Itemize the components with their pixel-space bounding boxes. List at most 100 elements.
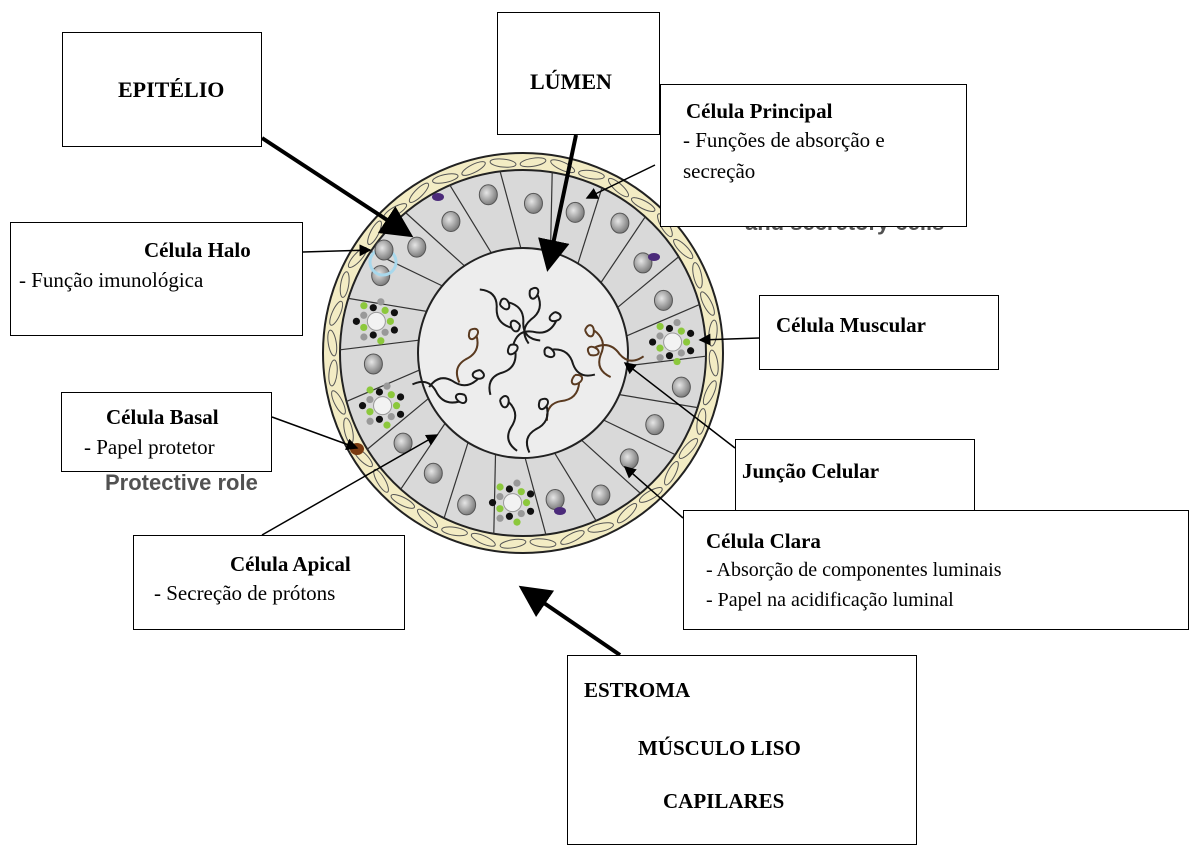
background-text-protective: Protective role: [105, 470, 258, 496]
label-clara-line1: - Absorção de componentes luminais: [706, 559, 1002, 582]
granule: [360, 312, 367, 319]
granule: [666, 352, 673, 359]
label-apical-title: Célula Apical: [230, 552, 351, 577]
cell-nucleus: [442, 211, 460, 231]
pointer-epitelio: [262, 138, 410, 235]
cell-nucleus: [424, 463, 442, 483]
granule: [513, 519, 520, 526]
granule: [370, 304, 377, 311]
granule: [366, 408, 373, 415]
granule: [496, 483, 503, 490]
granule: [397, 393, 404, 400]
label-clara-line2: - Papel na acidificação luminal: [706, 589, 954, 612]
granule: [393, 402, 400, 409]
label-box-principal: Célula Principal - Funções de absorção e…: [660, 84, 967, 227]
label-box-apical: Célula Apical - Secreção de prótons: [133, 535, 405, 630]
label-estroma-title: ESTROMA: [584, 678, 690, 703]
granule: [496, 493, 503, 500]
granule: [391, 309, 398, 316]
granule: [657, 354, 664, 361]
granule: [370, 331, 377, 338]
label-box-clara: Célula Clara - Absorção de componentes l…: [683, 510, 1189, 630]
label-lumen: LÚMEN: [530, 69, 612, 95]
granule: [397, 411, 404, 418]
label-principal-line1: - Funções de absorção e: [683, 128, 885, 153]
cell-nucleus: [408, 237, 426, 257]
granule: [359, 402, 366, 409]
cell-nucleus: [546, 490, 564, 510]
granule: [527, 490, 534, 497]
granule: [673, 358, 680, 365]
granule: [387, 318, 394, 325]
label-box-juncao: Junção Celular: [735, 439, 975, 514]
granule: [683, 338, 690, 345]
granule: [383, 422, 390, 429]
label-basal-title: Célula Basal: [106, 405, 219, 430]
clear-cell-nucleus: [367, 312, 385, 330]
granule: [527, 508, 534, 515]
granule: [673, 319, 680, 326]
label-box-muscular: Célula Muscular: [759, 295, 999, 370]
granule: [687, 330, 694, 337]
label-epitelio: EPITÉLIO: [118, 77, 224, 103]
cell-nucleus: [672, 377, 690, 397]
granule: [666, 325, 673, 332]
granule: [388, 391, 395, 398]
cell-nucleus: [524, 193, 542, 213]
granule: [360, 333, 367, 340]
granule: [678, 349, 685, 356]
granule: [518, 510, 525, 517]
granule: [382, 329, 389, 336]
label-basal-desc: - Papel protetor: [84, 435, 215, 460]
granule: [377, 298, 384, 305]
label-principal-line2: secreção: [683, 159, 755, 184]
cell-nucleus: [611, 213, 629, 233]
granule: [353, 318, 360, 325]
granule: [376, 388, 383, 395]
granule: [518, 488, 525, 495]
cell-nucleus: [364, 354, 382, 374]
granule: [657, 323, 664, 330]
clear-cell-nucleus: [664, 333, 682, 351]
label-principal-title: Célula Principal: [686, 99, 832, 124]
pointer-estroma: [522, 588, 620, 655]
granule: [513, 480, 520, 487]
cell-nucleus: [646, 415, 664, 435]
cell-nucleus: [566, 202, 584, 222]
granule: [678, 328, 685, 335]
granule: [523, 499, 530, 506]
clear-cell-nucleus: [374, 397, 392, 415]
granule: [366, 386, 373, 393]
clear-cell-nucleus: [504, 494, 522, 512]
label-apical-desc: - Secreção de prótons: [154, 581, 335, 606]
label-box-halo: Célula Halo - Função imunológica: [10, 222, 303, 336]
halo-cell-nucleus: [375, 240, 393, 260]
basal-cell-nucleus: [350, 443, 364, 455]
granule: [360, 324, 367, 331]
purple-cell: [554, 507, 566, 515]
label-box-estroma: ESTROMA MÚSCULO LISO CAPILARES: [567, 655, 917, 845]
cell-nucleus: [479, 185, 497, 205]
label-estroma-line2: CAPILARES: [663, 789, 784, 814]
granule: [388, 413, 395, 420]
label-juncao: Junção Celular: [742, 459, 879, 484]
granule: [366, 418, 373, 425]
granule: [656, 345, 663, 352]
cell-nucleus: [654, 290, 672, 310]
granule: [377, 337, 384, 344]
granule: [376, 416, 383, 423]
label-box-basal: Célula Basal - Papel protetor: [61, 392, 272, 472]
label-box-lumen: LÚMEN: [497, 12, 660, 135]
granule: [506, 485, 513, 492]
lumen: [418, 248, 628, 458]
label-estroma-line1: MÚSCULO LISO: [638, 736, 801, 761]
granule: [366, 396, 373, 403]
cell-nucleus: [620, 449, 638, 469]
label-box-epitelio: EPITÉLIO: [62, 32, 262, 147]
granule: [687, 347, 694, 354]
label-muscular: Célula Muscular: [776, 313, 926, 338]
granule: [656, 332, 663, 339]
cell-nucleus: [592, 485, 610, 505]
purple-cell: [648, 253, 660, 261]
granule: [391, 326, 398, 333]
